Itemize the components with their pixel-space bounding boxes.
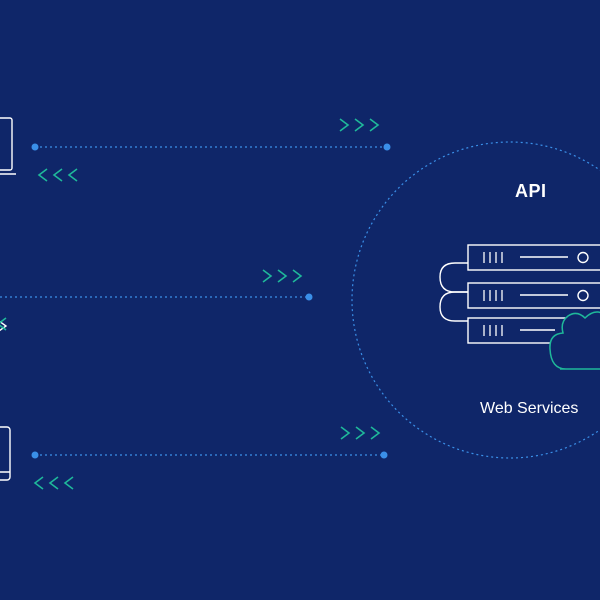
monitor-icon	[0, 320, 8, 332]
chevron-left-icon	[52, 168, 63, 182]
chevron-right-icon	[262, 269, 273, 283]
chevron-right-icon	[355, 426, 366, 440]
chevron-right-icon	[370, 426, 381, 440]
web-services-label: Web Services	[480, 400, 579, 417]
connection-middle	[0, 293, 313, 301]
chevron-left-icon	[63, 476, 74, 490]
connection-bottom	[31, 451, 388, 459]
chevron-right-icon	[354, 118, 365, 132]
chevron-right-icon	[339, 118, 350, 132]
chevron-right-icon	[292, 269, 303, 283]
chevron-right-icon	[277, 269, 288, 283]
chevron-right-icon	[340, 426, 351, 440]
phone-icon	[0, 426, 11, 481]
chevron-left-icon	[48, 476, 59, 490]
api-label: API	[515, 181, 547, 201]
chevron-left-icon	[37, 168, 48, 182]
connection-top	[31, 143, 391, 151]
api-boundary-circle	[351, 141, 600, 459]
chevron-right-icon	[369, 118, 380, 132]
chevron-left-icon	[0, 317, 7, 331]
chevron-left-icon	[33, 476, 44, 490]
cloud-icon	[549, 311, 600, 370]
laptop-icon	[0, 117, 16, 175]
chevron-left-icon	[67, 168, 78, 182]
